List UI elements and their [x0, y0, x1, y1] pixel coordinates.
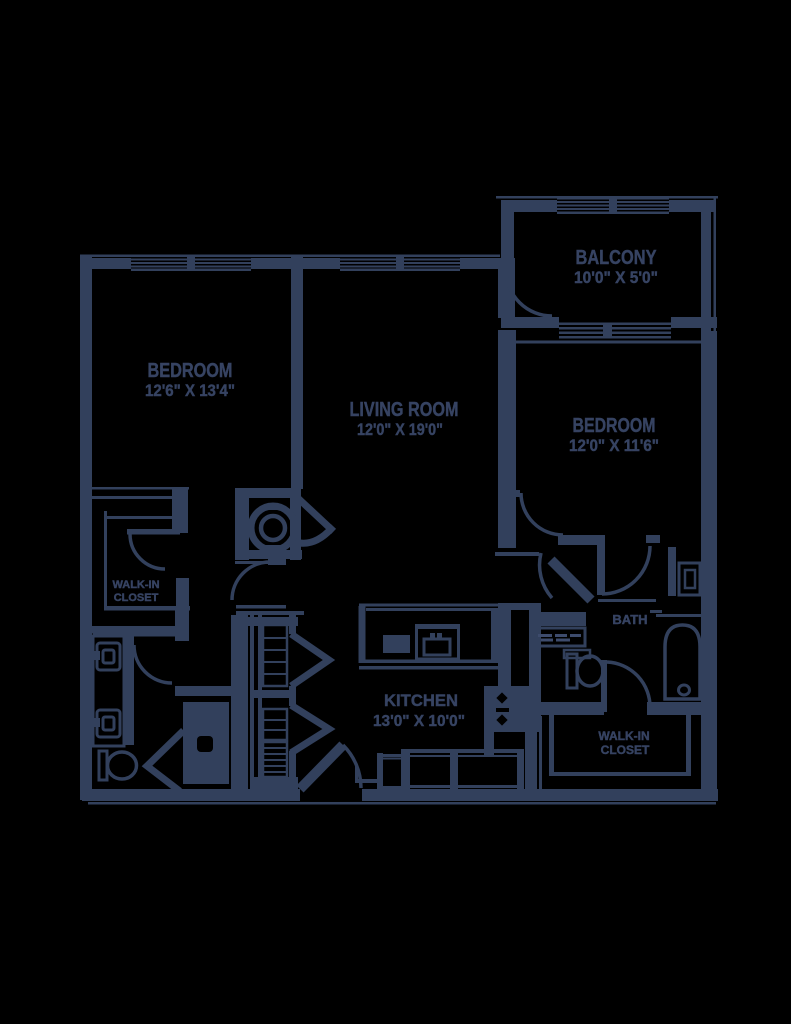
svg-text:CLOSET: CLOSET [114, 592, 159, 604]
svg-text:12'6" X 13'4": 12'6" X 13'4" [145, 382, 235, 400]
svg-text:BEDROOM: BEDROOM [148, 360, 233, 382]
svg-text:12'0" X 11'6": 12'0" X 11'6" [569, 437, 659, 455]
svg-text:BEDROOM: BEDROOM [573, 415, 656, 437]
svg-text:13'0" X 10'0": 13'0" X 10'0" [373, 713, 465, 730]
svg-text:BALCONY: BALCONY [576, 247, 658, 269]
svg-text:WALK-IN: WALK-IN [598, 729, 649, 743]
svg-text:10'0" X 5'0": 10'0" X 5'0" [574, 269, 658, 287]
svg-text:12'0" X 19'0": 12'0" X 19'0" [357, 421, 443, 439]
svg-text:KITCHEN: KITCHEN [384, 691, 458, 710]
svg-text:BATH: BATH [612, 612, 647, 627]
svg-text:CLOSET: CLOSET [601, 743, 650, 757]
svg-text:WALK-IN: WALK-IN [112, 579, 159, 591]
svg-text:LIVING ROOM: LIVING ROOM [350, 399, 459, 421]
